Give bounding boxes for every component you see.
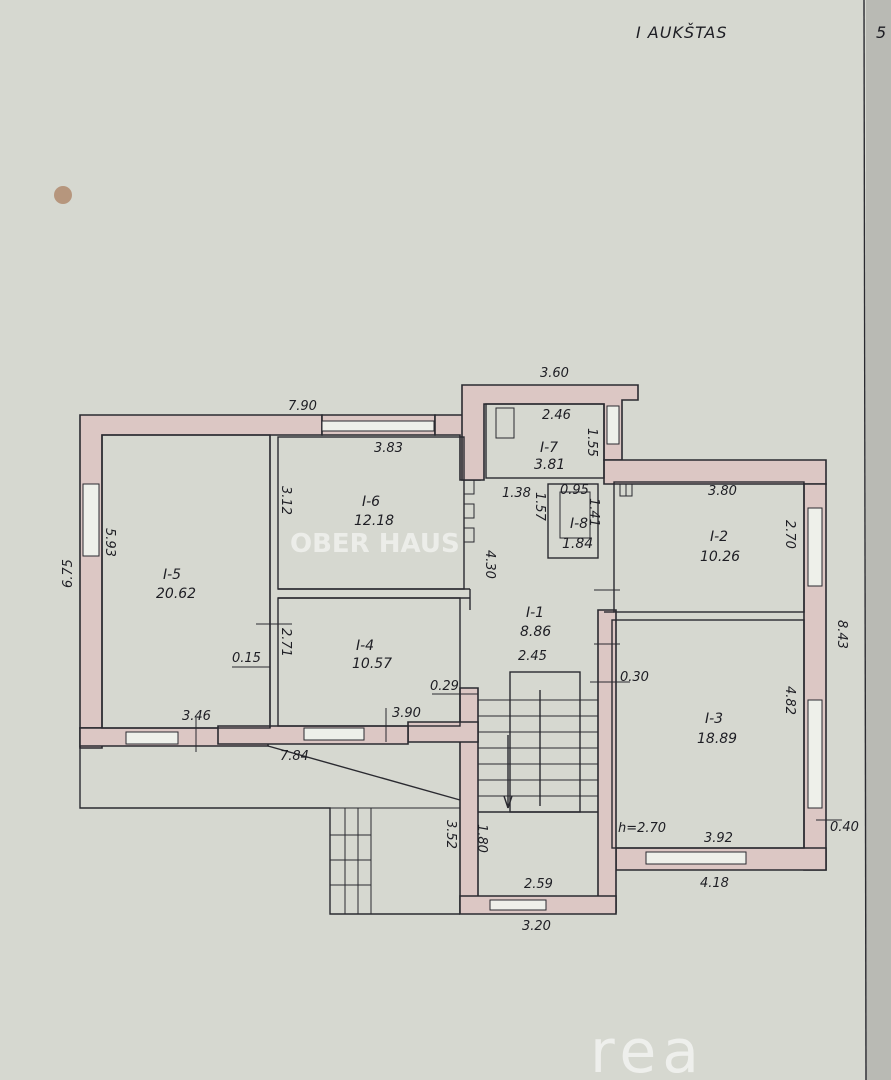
sheet-title: I AUKŠTAS [636, 23, 728, 42]
wall-right-top [603, 459, 827, 485]
dim-r3-outer: 4.18 [700, 876, 729, 891]
room-i3-id: I-3 [705, 711, 723, 727]
window-i3-bottom [645, 851, 747, 865]
window-i4-bottom [303, 727, 365, 741]
agency-watermark: OBER HAUS [290, 529, 460, 559]
dim-stair-height: 3.52 [443, 820, 458, 849]
room-i1-id: I-1 [526, 605, 544, 621]
room-outline-i3 [611, 619, 805, 849]
window-i2-right [807, 507, 823, 587]
dim-stair-inner: 1.80 [474, 824, 489, 853]
dim-right-overall: 8.43 [834, 620, 849, 649]
vent-box-3 [463, 527, 475, 543]
dim-r2-height: 2.70 [782, 520, 797, 549]
dim-r6-width: 3.83 [374, 441, 403, 456]
corner-mark: 5 [876, 23, 887, 42]
room-i1-area: 8.86 [520, 624, 551, 640]
dim-hall-width: 2.45 [518, 649, 547, 664]
agency-logo: rea [590, 1017, 705, 1080]
dim-wall-040: 0.40 [830, 820, 859, 835]
room-i8-area: 1.84 [562, 536, 593, 552]
window-i5-left [82, 483, 100, 557]
room-outline-i7 [485, 403, 605, 479]
dim-bottom-stair: 3.20 [522, 919, 551, 934]
room-i3-area: 18.89 [697, 731, 737, 747]
dim-r3-height: 4.82 [782, 686, 797, 715]
room-i2-id: I-2 [710, 529, 728, 545]
dim-top-overall: 7.90 [288, 399, 317, 414]
dim-r8-c: 1.57 [532, 492, 547, 522]
room-i8-id: I-8 [570, 516, 588, 532]
dim-r7-width: 2.46 [542, 408, 571, 423]
dim-wall-030: 0.30 [620, 670, 649, 685]
dim-stair-width: 2.59 [524, 877, 553, 892]
dim-r8-a: 1.38 [502, 486, 531, 501]
dim-wall-029: 0.29 [430, 679, 459, 694]
dim-r4-height: 2.71 [278, 628, 293, 657]
vent-box-1 [463, 479, 475, 495]
dim-ceiling-height: h=2.70 [618, 821, 666, 836]
dimension-lines [195, 589, 842, 821]
dim-r5-height: 5.93 [102, 528, 117, 557]
room-i6-id: I-6 [362, 494, 380, 510]
window-i7-right [606, 405, 620, 445]
window-i6-top [321, 420, 435, 432]
dim-bottom-left: 7.84 [280, 749, 309, 764]
room-i5-area: 20.62 [156, 586, 196, 602]
window-i5-bottom [125, 731, 179, 745]
dim-r2-width: 3.80 [708, 484, 737, 499]
dim-r3-width: 3.92 [704, 831, 733, 846]
entrance-steps [79, 745, 461, 915]
dim-r4-width: 3.90 [392, 706, 421, 721]
fixture-i8 [559, 491, 591, 539]
room-outline-i8 [547, 483, 599, 559]
vent-box-2 [463, 503, 475, 519]
paper-stain [54, 186, 72, 204]
room-i5-id: I-5 [163, 567, 181, 583]
window-i3-right [807, 699, 823, 809]
room-i7-area: 3.81 [534, 457, 565, 473]
room-i4-area: 10.57 [352, 656, 392, 672]
fixture-i7 [495, 407, 515, 439]
dim-wall-015: 0.15 [232, 651, 261, 666]
staircase [478, 671, 598, 813]
dim-r8-b: 0.95 [560, 483, 589, 498]
dim-r8-d: 1.41 [586, 498, 601, 527]
dim-r5-width: 3.46 [182, 709, 211, 724]
room-i6-area: 12.18 [354, 513, 394, 529]
paper-edge [866, 0, 891, 1080]
dim-r7-height: 1.55 [584, 428, 599, 457]
room-i2-area: 10.26 [700, 549, 740, 565]
sheet-frame-line [863, 0, 867, 1080]
paper-background [0, 0, 872, 1080]
room-i4-id: I-4 [356, 638, 374, 654]
room-outline-i2 [613, 481, 805, 613]
room-i7-id: I-7 [540, 440, 558, 456]
window-stair-bottom [489, 899, 547, 911]
dim-r6-height: 3.12 [278, 486, 293, 515]
wall-hall-left-mid [407, 721, 479, 743]
dim-hall-height: 4.30 [482, 550, 497, 579]
dim-top-right: 3.60 [540, 366, 569, 381]
wall-stair-right [597, 609, 617, 913]
dim-left-overall: 6.75 [61, 559, 76, 588]
